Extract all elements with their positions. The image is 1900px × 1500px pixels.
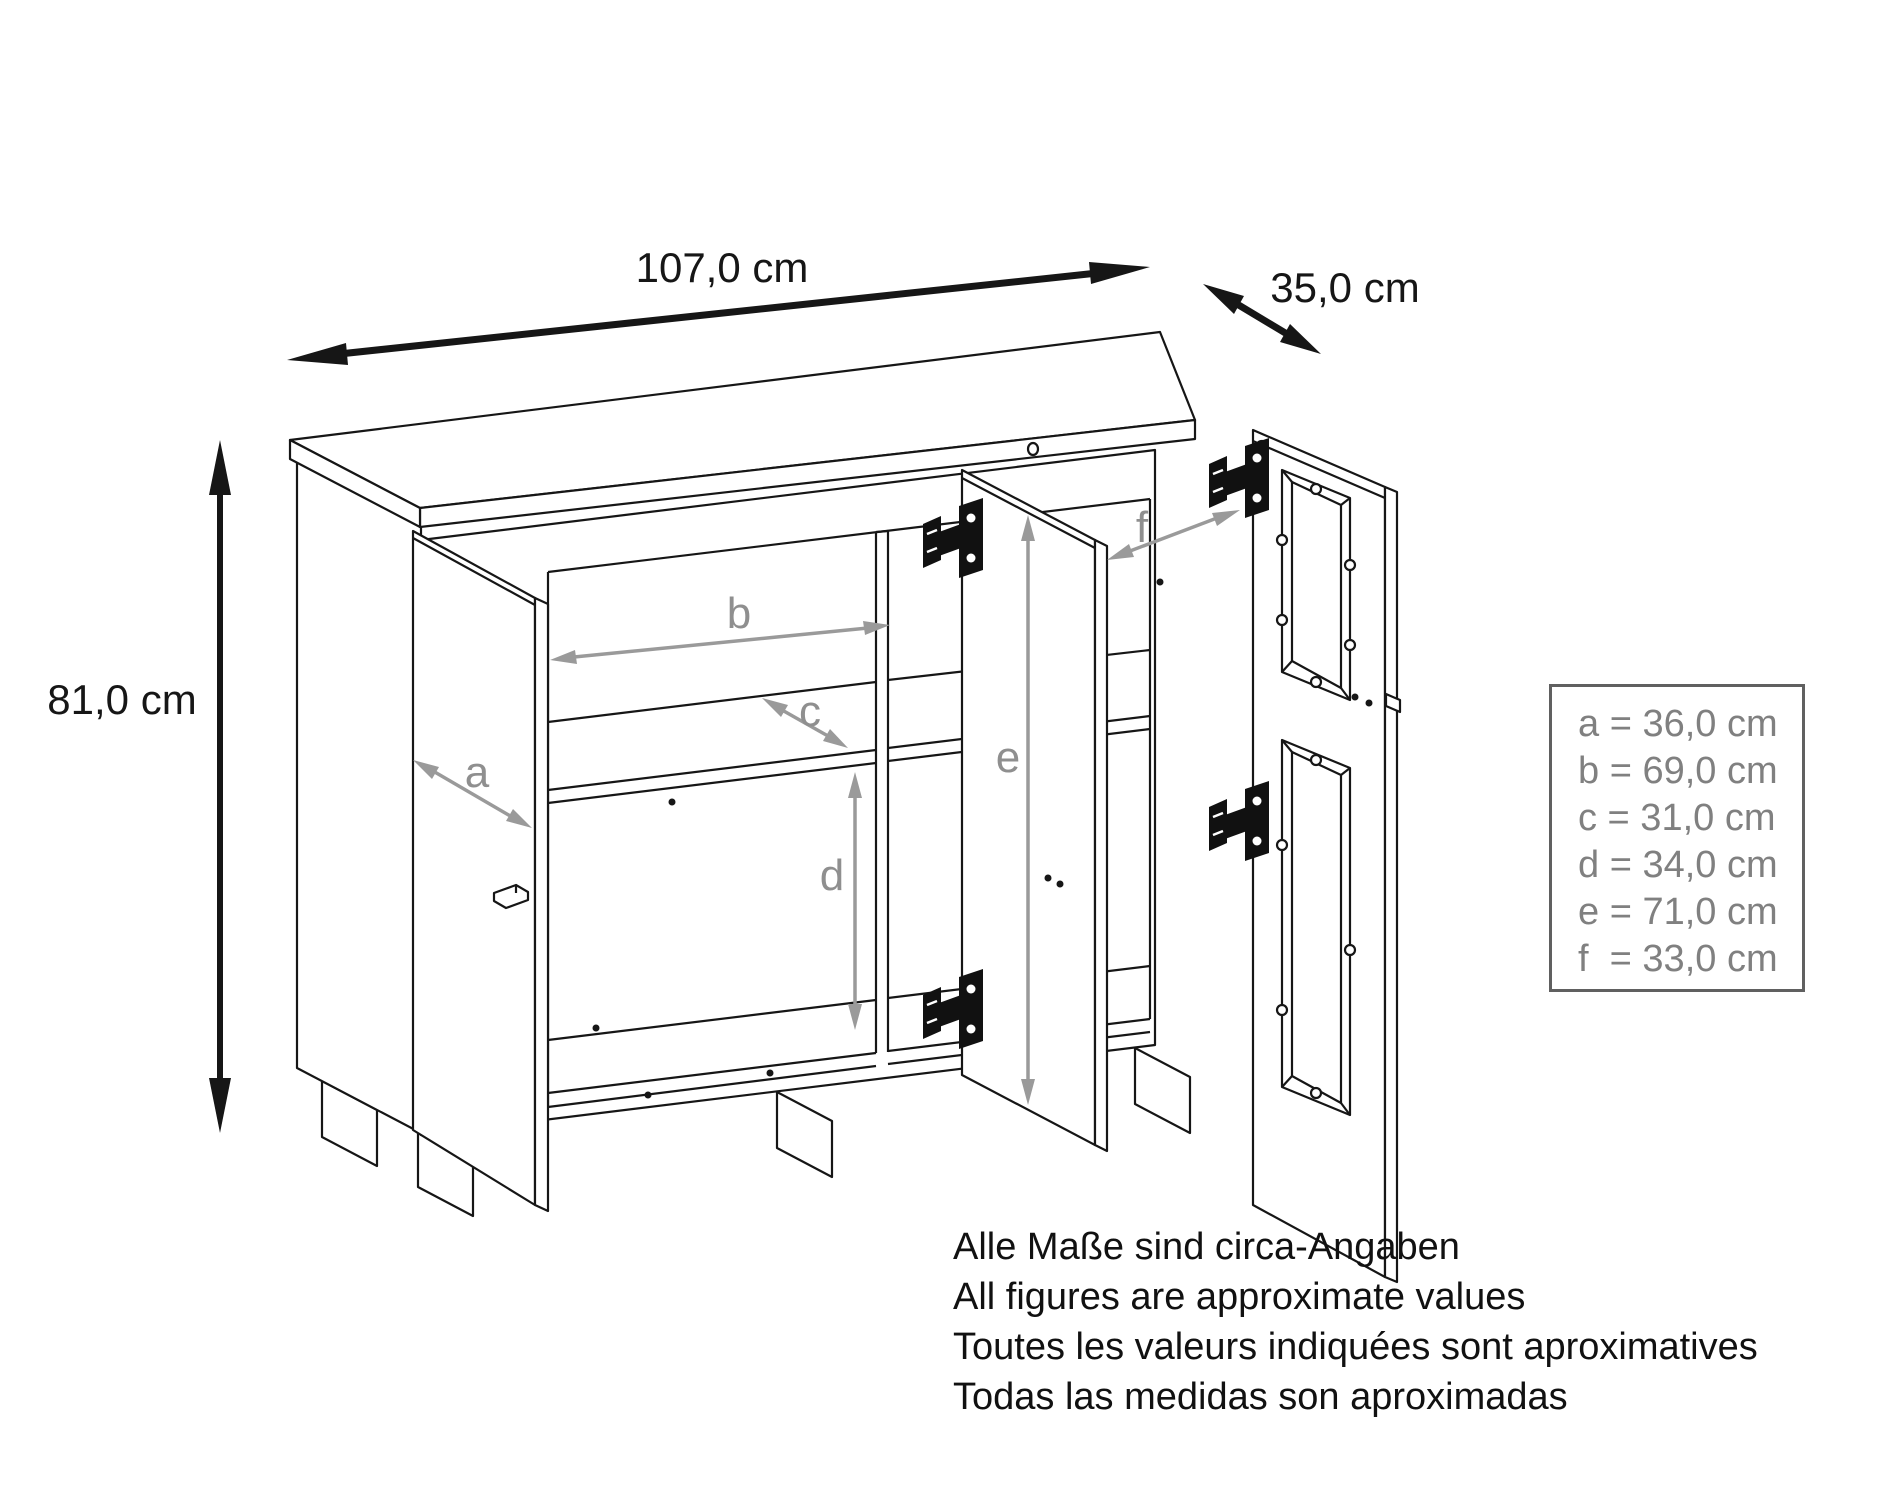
width-dimension-label: 107,0 cm: [636, 244, 809, 291]
overall-dimension-arrows: [209, 262, 1321, 1133]
hinge-icon: [1207, 779, 1271, 863]
legend-row-a: a = 36,0 cm: [1578, 703, 1778, 745]
cabinet: [288, 330, 1402, 1284]
legend-row-b: b = 69,0 cm: [1578, 750, 1778, 792]
height-arrow: [209, 440, 231, 1133]
glass-frame-top: [1275, 468, 1357, 702]
dim-arrow-f: [1107, 510, 1240, 560]
note-english: All figures are approximate values: [953, 1276, 1526, 1318]
legend-row-c: c = 31,0 cm: [1578, 797, 1776, 839]
leg: [775, 1090, 834, 1179]
note-french: Toutes les valeurs indiquées sont aproxi…: [953, 1326, 1758, 1368]
left-shelf: [547, 680, 877, 805]
middle-door: [960, 468, 1109, 1153]
part-label-a: a: [465, 748, 490, 797]
legend-row-e: e = 71,0 cm: [1578, 891, 1778, 933]
note-spanish: Todas las medidas son aproximadas: [953, 1376, 1568, 1418]
part-labels: a b c d e f: [465, 503, 1149, 900]
leg: [1133, 1046, 1192, 1135]
note-german: Alle Maße sind circa-Angaben: [953, 1226, 1460, 1268]
door-knob: [1384, 692, 1402, 714]
approximation-notes: Alle Maße sind circa-Angaben All figures…: [953, 1222, 1758, 1422]
cabinet-legs: [320, 1046, 1192, 1218]
dim-arrow-a: [413, 760, 532, 828]
height-dimension-label: 81,0 cm: [47, 676, 196, 723]
right-door: [1251, 428, 1402, 1284]
dim-arrow-c: [762, 698, 848, 748]
part-label-c: c: [799, 687, 821, 736]
left-door: [411, 529, 550, 1213]
screw-holes: [592, 578, 1164, 1099]
part-label-f: f: [1136, 503, 1149, 552]
screw-holes: [1044, 874, 1064, 888]
depth-arrow: [1203, 284, 1321, 354]
top-panel: [288, 330, 1197, 529]
dim-arrow-b: [550, 621, 890, 664]
part-label-b: b: [727, 589, 751, 638]
width-arrow: [287, 262, 1150, 365]
glass-frame-bottom: [1275, 738, 1357, 1117]
part-label-d: d: [820, 851, 844, 900]
dimension-legend: a = 36,0 cm b = 69,0 cm c = 31,0 cm d = …: [1549, 684, 1805, 992]
screw-holes: [1351, 693, 1373, 707]
hinge-icon: [1207, 436, 1271, 520]
left-side-panel: [295, 460, 423, 1135]
legend-row-d: d = 34,0 cm: [1578, 844, 1778, 886]
legend-row-f: f = 33,0 cm: [1578, 938, 1778, 980]
internal-dimension-arrows: [413, 510, 1240, 1105]
dim-arrow-e: [1021, 515, 1035, 1105]
overall-dimension-labels: 107,0 cm 35,0 cm 81,0 cm: [47, 244, 1419, 723]
depth-dimension-label: 35,0 cm: [1270, 264, 1419, 311]
part-label-e: e: [996, 733, 1020, 782]
dim-arrow-d: [848, 772, 862, 1030]
